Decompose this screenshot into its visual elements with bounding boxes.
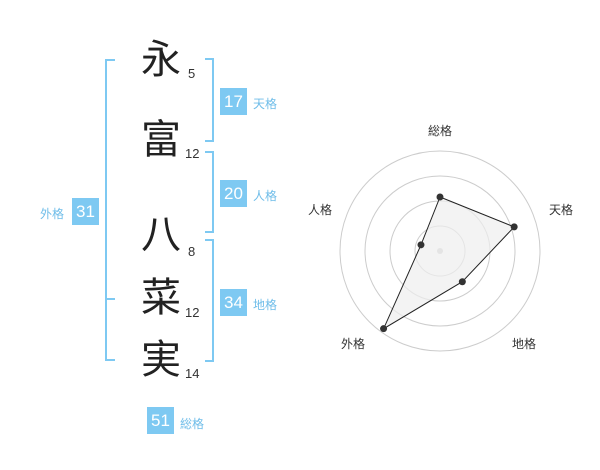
name-char-5: 実	[141, 337, 181, 383]
radar-axis-label-gaikaku: 外格	[341, 337, 366, 351]
radar-grid-ring	[364, 175, 516, 327]
stroke-count-2: 12	[185, 146, 200, 161]
stroke-count-3: 8	[188, 244, 196, 259]
radar-point-2	[458, 278, 466, 286]
radar-series-polygon	[382, 196, 516, 330]
jinkaku-value: 20	[220, 180, 247, 207]
name-char-3: 八	[141, 212, 181, 258]
soukaku-label: 総格	[180, 417, 205, 431]
gaikaku-label: 外格	[40, 207, 65, 221]
name-char-1: 永	[141, 37, 181, 83]
stroke-count-1: 5	[188, 66, 196, 81]
radar-point-0	[436, 193, 444, 201]
gaikaku-bracket	[105, 59, 115, 361]
soukaku-value: 51	[147, 407, 174, 434]
chikaku-value: 34	[220, 289, 247, 316]
radar-point-1	[510, 223, 518, 231]
name-char-4: 菜	[141, 275, 181, 321]
tenkaku-bracket	[205, 58, 214, 142]
radar-axis-label-jinkaku: 人格	[308, 203, 333, 217]
radar-axis-label-soukaku: 総格	[428, 124, 453, 138]
chikaku-label: 地格	[253, 298, 278, 312]
stroke-count-5: 14	[185, 366, 200, 381]
stroke-count-4: 12	[185, 305, 200, 320]
gaikaku-value: 31	[72, 198, 99, 225]
gaikaku-bracket-tick	[105, 298, 115, 300]
radar-axis-label-chikaku: 地格	[512, 337, 537, 351]
tenkaku-value: 17	[220, 88, 247, 115]
jinkaku-label: 人格	[253, 189, 278, 203]
radar-axis-label-tenkaku: 天格	[549, 203, 574, 217]
radar-grid-ring	[339, 150, 541, 352]
radar-point-4	[417, 241, 425, 249]
jinkaku-bracket	[205, 151, 214, 233]
radar-point-3	[380, 325, 388, 333]
name-char-2: 富	[141, 117, 181, 163]
tenkaku-label: 天格	[253, 97, 278, 111]
chikaku-bracket	[205, 239, 214, 362]
